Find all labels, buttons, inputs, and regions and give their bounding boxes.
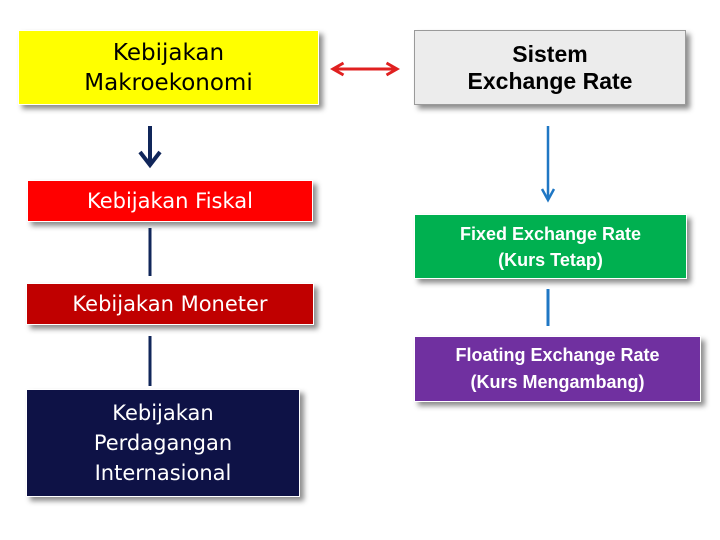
- monetary-policy-box: Kebijakan Moneter: [26, 283, 314, 325]
- fixed-exchange-rate-label: Fixed Exchange Rate (Kurs Tetap): [459, 223, 642, 270]
- exchange-rate-system-label: Sistem Exchange Rate: [467, 40, 633, 94]
- down-arrow-right: [540, 126, 556, 203]
- down-arrow-left: [138, 126, 162, 169]
- exchange-rate-system-box: Sistem Exchange Rate: [414, 30, 686, 105]
- trade-policy-label: Kebijakan Perdagangan Internasional: [93, 401, 233, 485]
- macroeconomic-policy-box: Kebijakan Makroekonomi: [18, 30, 319, 105]
- floating-exchange-rate-box: Floating Exchange Rate (Kurs Mengambang): [414, 336, 701, 402]
- monetary-policy-label: Kebijakan Moneter: [72, 292, 268, 316]
- macroeconomic-policy-label: Kebijakan Makroekonomi: [84, 39, 253, 96]
- fixed-exchange-rate-box: Fixed Exchange Rate (Kurs Tetap): [414, 214, 687, 279]
- trade-policy-box: Kebijakan Perdagangan Internasional: [26, 389, 300, 497]
- fiscal-policy-box: Kebijakan Fiskal: [27, 180, 313, 222]
- fiscal-policy-label: Kebijakan Fiskal: [87, 189, 253, 213]
- floating-exchange-rate-label: Floating Exchange Rate (Kurs Mengambang): [455, 345, 660, 392]
